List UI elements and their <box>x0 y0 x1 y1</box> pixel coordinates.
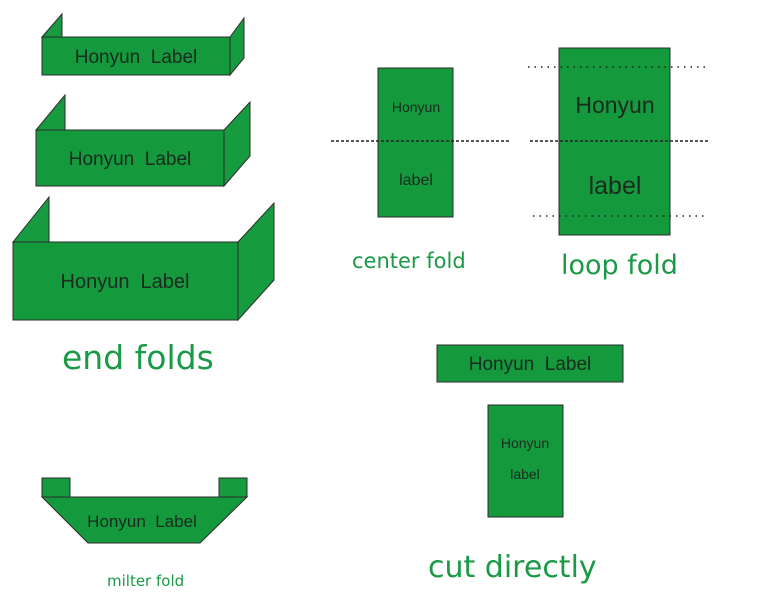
cut-directly-vertical-label <box>487 404 564 518</box>
cut-directly-vertical-top-text: Honyun <box>501 435 549 451</box>
cut-directly-horizontal-label <box>436 344 624 383</box>
cut-directly-caption: cut directly <box>428 550 597 585</box>
milter-fold-label: Honyun Label <box>87 512 197 531</box>
cut-directly-horizontal-text: Honyun Label <box>469 354 592 375</box>
end-fold-medium-left-flap <box>34 93 66 131</box>
end-fold-medium: Honyun Label <box>34 93 251 188</box>
end-fold-medium-label: Honyun Label <box>69 149 192 170</box>
end-fold-large-right-flap <box>237 201 275 322</box>
milter-fold-body <box>40 496 249 544</box>
end-folds-caption: end folds <box>62 338 214 377</box>
loop-fold-bottom-text: label <box>589 172 642 200</box>
loop-fold: Honyun label <box>528 47 708 236</box>
end-fold-medium-face <box>35 129 225 187</box>
end-fold-small-face <box>41 36 231 76</box>
loop-fold-top-text: Honyun <box>575 92 654 118</box>
end-fold-small-right-flap <box>229 16 245 77</box>
end-fold-large-face <box>12 241 239 321</box>
end-fold-small-left-flap <box>40 12 63 38</box>
end-fold-small-label: Honyun Label <box>75 47 198 68</box>
loop-fold-caption: loop fold <box>561 250 678 281</box>
milter-fold-left-tab <box>41 477 71 498</box>
center-fold-top-text: Honyun <box>392 99 440 115</box>
milter-fold-caption: milter fold <box>107 572 185 590</box>
end-fold-small: Honyun Label <box>40 12 245 77</box>
center-fold: Honyun label <box>331 67 509 218</box>
milter-fold: Honyun Label <box>40 477 249 544</box>
cut-directly: Honyun Label Honyun label <box>436 344 624 518</box>
cut-directly-vertical-bottom-text: label <box>510 466 540 482</box>
center-fold-caption: center fold <box>352 249 466 273</box>
end-fold-large-label: Honyun Label <box>61 271 190 293</box>
center-fold-bottom-text: label <box>399 172 433 189</box>
center-fold-label <box>377 67 454 218</box>
end-fold-medium-right-flap <box>223 100 251 188</box>
end-fold-large-left-flap <box>11 195 50 243</box>
milter-fold-right-tab <box>218 477 248 498</box>
end-fold-large: Honyun Label <box>11 195 275 322</box>
